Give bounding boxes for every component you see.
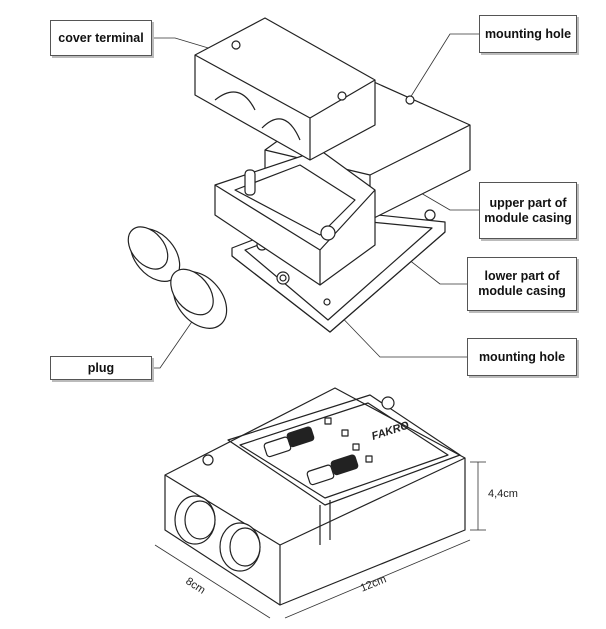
label-plug: plug	[50, 356, 152, 380]
label-mounting-hole-bottom: mounting hole	[467, 338, 577, 376]
leader-lines	[152, 33, 479, 369]
assembled-module: FAKRO	[164, 387, 466, 606]
label-cover-terminal: cover terminal	[50, 20, 152, 56]
led-indicators	[324, 417, 373, 463]
cover-terminal	[194, 17, 376, 161]
terminal-box	[214, 149, 376, 286]
dimension-lines	[154, 461, 486, 619]
dimension-height: 4,4cm	[488, 488, 518, 500]
label-upper-casing: upper part of module casing	[479, 182, 577, 239]
label-lower-casing: lower part of module casing	[467, 257, 577, 311]
label-mounting-hole-top: mounting hole	[479, 15, 577, 53]
plugs	[127, 226, 228, 329]
